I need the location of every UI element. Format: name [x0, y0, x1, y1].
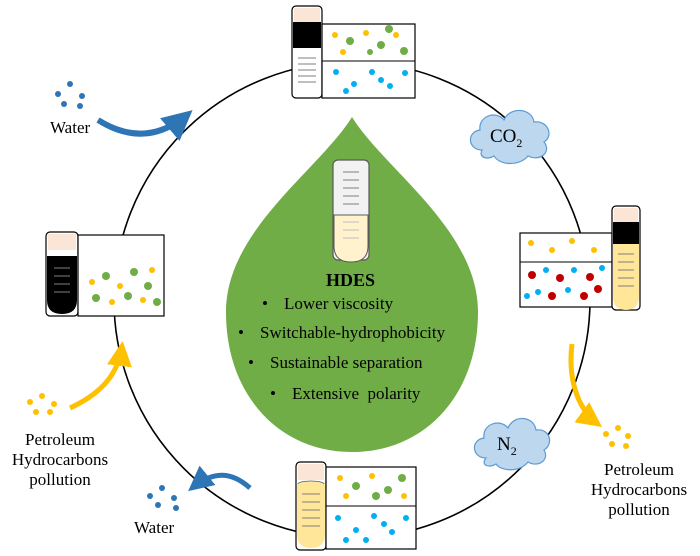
petroleum-droplets-right-icon [603, 425, 631, 449]
water-out-arrow [188, 465, 252, 492]
water-droplets-bottom-icon [147, 485, 179, 511]
bullet-sustainable-separation: •Sustainable separation [248, 353, 423, 372]
water-label-bottom: Water [134, 518, 175, 537]
bullet-lower-viscosity: •Lower viscosity [262, 294, 394, 313]
left-extraction-panel [45, 231, 165, 317]
petroleum-right-line-1: Petroleum [604, 460, 674, 479]
water-label-top: Water [50, 118, 91, 137]
petroleum-left-line-1: Petroleum [25, 430, 95, 449]
n2-label: N2 [497, 434, 517, 458]
petroleum-left-line-3: pollution [29, 470, 91, 489]
petroleum-droplets-left-icon [27, 393, 57, 415]
bottom-extraction-panel [295, 461, 417, 551]
right-extraction-panel [519, 205, 641, 311]
petroleum-right-line-3: pollution [608, 500, 670, 519]
hdes-droplet [226, 117, 478, 452]
center-test-tube-icon [332, 159, 370, 263]
petroleum-out-arrow [568, 343, 603, 427]
petroleum-label-left: Petroleum Hydrocarbons pollution [0, 430, 120, 490]
petroleum-in-arrow [68, 341, 132, 411]
bullet-switchable-hydrophobicity: •Switchable-hydrophobicity [238, 323, 446, 342]
petroleum-right-line-2: Hydrocarbons [590, 480, 688, 499]
petroleum-label-right: Petroleum Hydrocarbons pollution [578, 460, 700, 520]
water-droplets-top-icon [55, 81, 85, 109]
n2-cloud-icon [473, 417, 551, 471]
petroleum-left-line-2: Hydrocarbons [11, 450, 109, 469]
hdes-title: HDES [326, 270, 376, 290]
top-extraction-panel [291, 5, 416, 99]
co2-label: CO2 [490, 126, 523, 150]
co2-cloud-icon [469, 109, 550, 165]
bullet-extensive-polarity: •Extensive polarity [270, 384, 421, 403]
water-in-arrow [96, 110, 193, 142]
